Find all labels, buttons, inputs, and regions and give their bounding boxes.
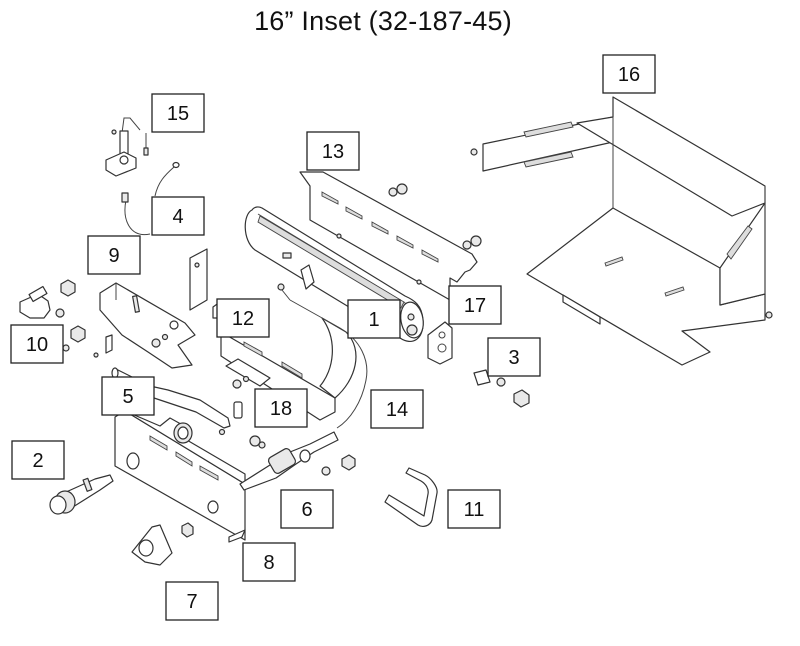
- callout-6: 6: [280, 489, 334, 529]
- callout-10: 10: [10, 324, 64, 364]
- callout-box: [216, 298, 270, 338]
- callout-9: 9: [87, 235, 141, 275]
- callout-box: [347, 299, 401, 339]
- callout-label: 13: [322, 141, 344, 163]
- part-control-knob: [131, 522, 194, 566]
- part-tube-bracket: [225, 358, 271, 389]
- callout-8: 8: [242, 542, 296, 582]
- callout-label: 12: [232, 308, 254, 330]
- callout-16: 16: [602, 54, 656, 94]
- callout-label: 8: [263, 552, 274, 574]
- callout-11: 11: [447, 489, 501, 529]
- callout-label: 17: [464, 295, 486, 317]
- part-pilot-assembly: [105, 117, 149, 177]
- callout-box: [447, 489, 501, 529]
- callout-box: [602, 54, 656, 94]
- callout-box: [254, 388, 308, 428]
- callout-box: [242, 542, 296, 582]
- part-rear-burner-bracket: [299, 171, 482, 301]
- callout-12: 12: [216, 298, 270, 338]
- callout-label: 7: [186, 591, 197, 613]
- callout-label: 2: [32, 450, 43, 472]
- callout-label: 14: [386, 399, 408, 421]
- part-inlet-fitting: [19, 279, 113, 358]
- callout-box: [101, 376, 155, 416]
- callout-label: 16: [618, 64, 640, 86]
- callout-13: 13: [306, 131, 360, 171]
- callout-15: 15: [151, 93, 205, 133]
- callout-box: [11, 440, 65, 480]
- callout-4: 4: [151, 196, 205, 236]
- callout-box: [165, 581, 219, 621]
- callout-5: 5: [101, 376, 155, 416]
- callout-box: [370, 389, 424, 429]
- callout-box: [151, 196, 205, 236]
- callout-17: 17: [448, 285, 502, 325]
- callout-label: 5: [122, 386, 133, 408]
- callout-box: [280, 489, 334, 529]
- part-valve-bracket: [99, 282, 196, 369]
- callout-box: [151, 93, 205, 133]
- part-front-control-bracket: [114, 410, 246, 543]
- callout-label: 15: [167, 103, 189, 125]
- callout-18: 18: [254, 388, 308, 428]
- callout-label: 10: [26, 334, 48, 356]
- callout-3: 3: [487, 337, 541, 377]
- callout-box: [87, 235, 141, 275]
- diagram-title: 16” Inset (32-187-45): [254, 6, 512, 36]
- part-control-valve: [239, 431, 356, 491]
- callout-box: [306, 131, 360, 171]
- part-end-bracket: [427, 321, 453, 365]
- callout-label: 11: [464, 499, 485, 521]
- part-thermocouple: [121, 161, 180, 236]
- callout-2: 2: [11, 440, 65, 480]
- callout-label: 18: [270, 398, 292, 420]
- part-flex-tube: [384, 467, 438, 527]
- callout-label: 4: [172, 206, 183, 228]
- callout-label: 1: [368, 309, 379, 331]
- callout-1: 1: [347, 299, 401, 339]
- callout-box: [487, 337, 541, 377]
- callout-label: 6: [301, 499, 312, 521]
- callout-14: 14: [370, 389, 424, 429]
- callout-box: [10, 324, 64, 364]
- callout-label: 3: [508, 347, 519, 369]
- callout-box: [448, 285, 502, 325]
- callout-7: 7: [165, 581, 219, 621]
- part-control-stem: [49, 474, 114, 515]
- part-firebox-inset: [470, 96, 773, 366]
- part-fitting: [473, 369, 530, 408]
- callout-label: 9: [108, 245, 119, 267]
